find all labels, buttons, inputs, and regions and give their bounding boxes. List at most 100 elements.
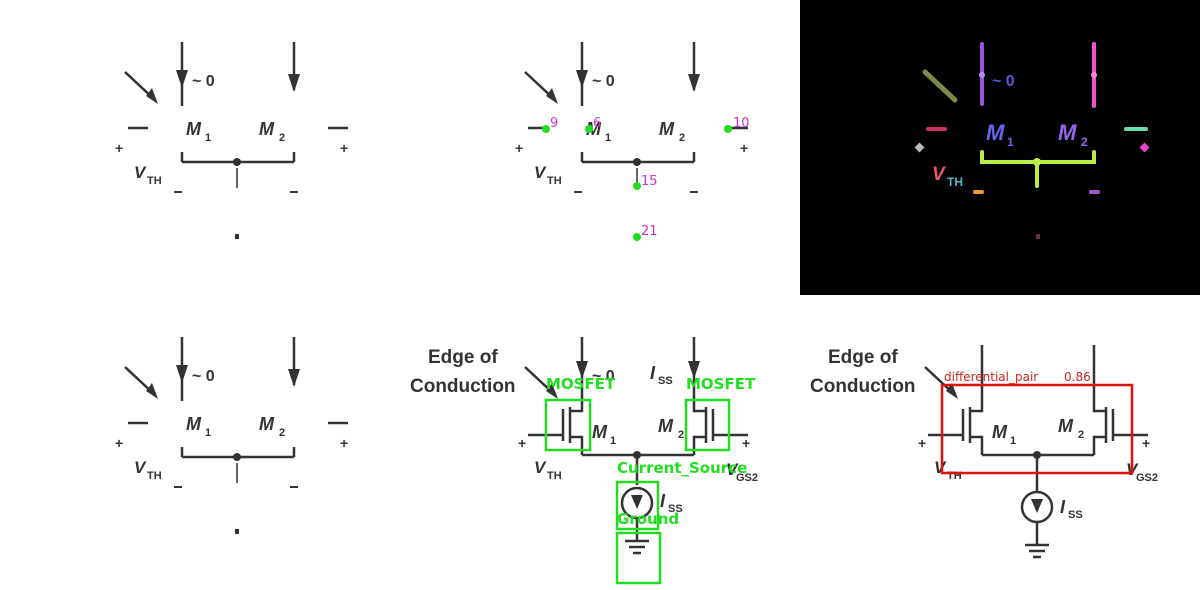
- segmentation-mask: ~ 0 M 1 M 2 V TH: [914, 42, 1150, 239]
- m2-label: M: [659, 119, 675, 139]
- left-rail-arrowhead: [576, 361, 588, 379]
- left-rail-arrowhead: [576, 70, 588, 88]
- keypoint-15: [633, 182, 641, 190]
- m2-subscript: 2: [279, 427, 285, 439]
- m1-label: M: [186, 119, 202, 139]
- tail-node: [633, 158, 641, 166]
- iss-label: I: [1060, 497, 1066, 517]
- m2-subscript: 2: [279, 132, 285, 144]
- vth-subscript: TH: [147, 175, 162, 187]
- seg-m1-label: M: [986, 120, 1005, 145]
- tail-node: [233, 158, 241, 166]
- m2-label: M: [658, 416, 674, 436]
- keypoint-10: [724, 125, 732, 133]
- plus-right: +: [742, 435, 750, 451]
- m2-label: M: [1058, 416, 1074, 436]
- seg-m2-label: M: [1058, 120, 1077, 145]
- seg-right-dot: [1139, 142, 1150, 153]
- m1-subscript: 1: [1010, 435, 1016, 447]
- vth-subscript: TH: [147, 470, 162, 482]
- m1-drain-source: [570, 403, 584, 455]
- seg-vth-subscript: TH: [947, 175, 963, 189]
- current-source-label: Current_Source: [617, 459, 747, 477]
- original-panel: ~ 0 M 1 M 2 + + V TH: [0, 0, 400, 295]
- conduction-label: Conduction: [810, 376, 916, 397]
- keypoint-6: [585, 125, 593, 133]
- edge-arrowhead: [146, 88, 158, 104]
- m1-label: M: [586, 119, 602, 139]
- keypoint-15-label: 15: [641, 174, 658, 189]
- seg-m1-subscript: 1: [1007, 135, 1014, 149]
- m2-label: M: [259, 414, 275, 434]
- tail-dot: [235, 529, 239, 534]
- keypoint-21: [633, 233, 641, 241]
- m1-label: M: [992, 422, 1008, 442]
- m2-drain-source: [1092, 403, 1106, 455]
- approx-zero-label: ~ 0: [192, 368, 215, 385]
- m2-label: M: [259, 119, 275, 139]
- m1-subscript: 1: [205, 427, 211, 439]
- left-rail-arrowhead: [176, 70, 188, 88]
- plus-left: +: [515, 140, 523, 156]
- plus-right: +: [1142, 435, 1150, 451]
- keypoint-9-label: 9: [550, 116, 558, 131]
- ground-box: [615, 531, 662, 585]
- m1-subscript: 1: [205, 132, 211, 144]
- m1-subscript: 1: [610, 435, 616, 447]
- prediction-box: [940, 383, 1134, 475]
- seg-left-dot: [914, 142, 925, 153]
- seg-bottom-dot: [1036, 234, 1040, 239]
- vth-label: V: [134, 163, 147, 182]
- seg-right-arrowhead: [1091, 72, 1097, 78]
- circuit-diagram-prediction: Edge of Conduction M 1 M 2: [810, 345, 1158, 559]
- right-rail-arrowhead: [288, 74, 300, 92]
- iss-top-subscript: SS: [658, 375, 673, 387]
- mosfet-box-left: [544, 398, 592, 452]
- seg-zero-label: ~ 0: [992, 73, 1015, 90]
- prediction-class-label: differential_pair: [944, 370, 1038, 384]
- edge-of-label: Edge of: [428, 347, 498, 368]
- keypoint-10-label: 10: [733, 116, 750, 131]
- right-rail-arrowhead: [288, 369, 300, 387]
- edge-arrowhead: [146, 383, 158, 399]
- iss-subscript: SS: [668, 503, 683, 515]
- plus-right: +: [740, 140, 748, 156]
- seg-left-arrowhead: [979, 72, 985, 78]
- prediction-panel: Edge of Conduction M 1 M 2: [800, 295, 1200, 590]
- vgs2-subscript: GS2: [736, 472, 758, 484]
- iss-label: I: [660, 491, 666, 511]
- vgs2-subscript: GS2: [1136, 472, 1158, 484]
- mosfet-label-right: MOSFET: [686, 375, 756, 393]
- plus-left: +: [518, 435, 526, 451]
- seg-m2-subscript: 2: [1081, 135, 1088, 149]
- approx-zero-label: ~ 0: [592, 73, 615, 90]
- original-panel-copy: ~ 0 M 1 M 2 + + V TH: [0, 295, 400, 590]
- vth-subscript: TH: [547, 470, 562, 482]
- circuit-diagram: ~ 0 M 1 M 2 + + V TH: [115, 337, 348, 534]
- plus-left: +: [918, 435, 926, 451]
- vth-subscript: TH: [547, 175, 562, 187]
- segmentation-panel: ~ 0 M 1 M 2 V TH: [800, 0, 1200, 295]
- plus-left: +: [115, 140, 123, 156]
- tail-node: [233, 453, 241, 461]
- current-source-arrow: [1031, 499, 1043, 513]
- vth-label: V: [134, 458, 147, 477]
- m2-drain-source: [692, 403, 706, 455]
- edge-arrowhead: [946, 383, 958, 399]
- m2-subscript: 2: [679, 132, 685, 144]
- right-rail-arrowhead: [688, 74, 700, 92]
- edge-arrowhead: [546, 383, 558, 399]
- vth-label: V: [534, 458, 547, 477]
- m1-subscript: 1: [605, 132, 611, 144]
- plus-right: +: [340, 435, 348, 451]
- iss-subscript: SS: [1068, 509, 1083, 521]
- current-source-arrow: [631, 495, 643, 509]
- m1-label: M: [592, 422, 608, 442]
- m1-label: M: [186, 414, 202, 434]
- approx-zero-label: ~ 0: [192, 73, 215, 90]
- circuit-diagram: ~ 0 M 1 M 2 + + V TH: [115, 42, 348, 239]
- right-rail-arrowhead: [688, 361, 700, 379]
- edge-of-label: Edge of: [828, 347, 898, 368]
- plus-left: +: [115, 435, 123, 451]
- plus-right: +: [340, 140, 348, 156]
